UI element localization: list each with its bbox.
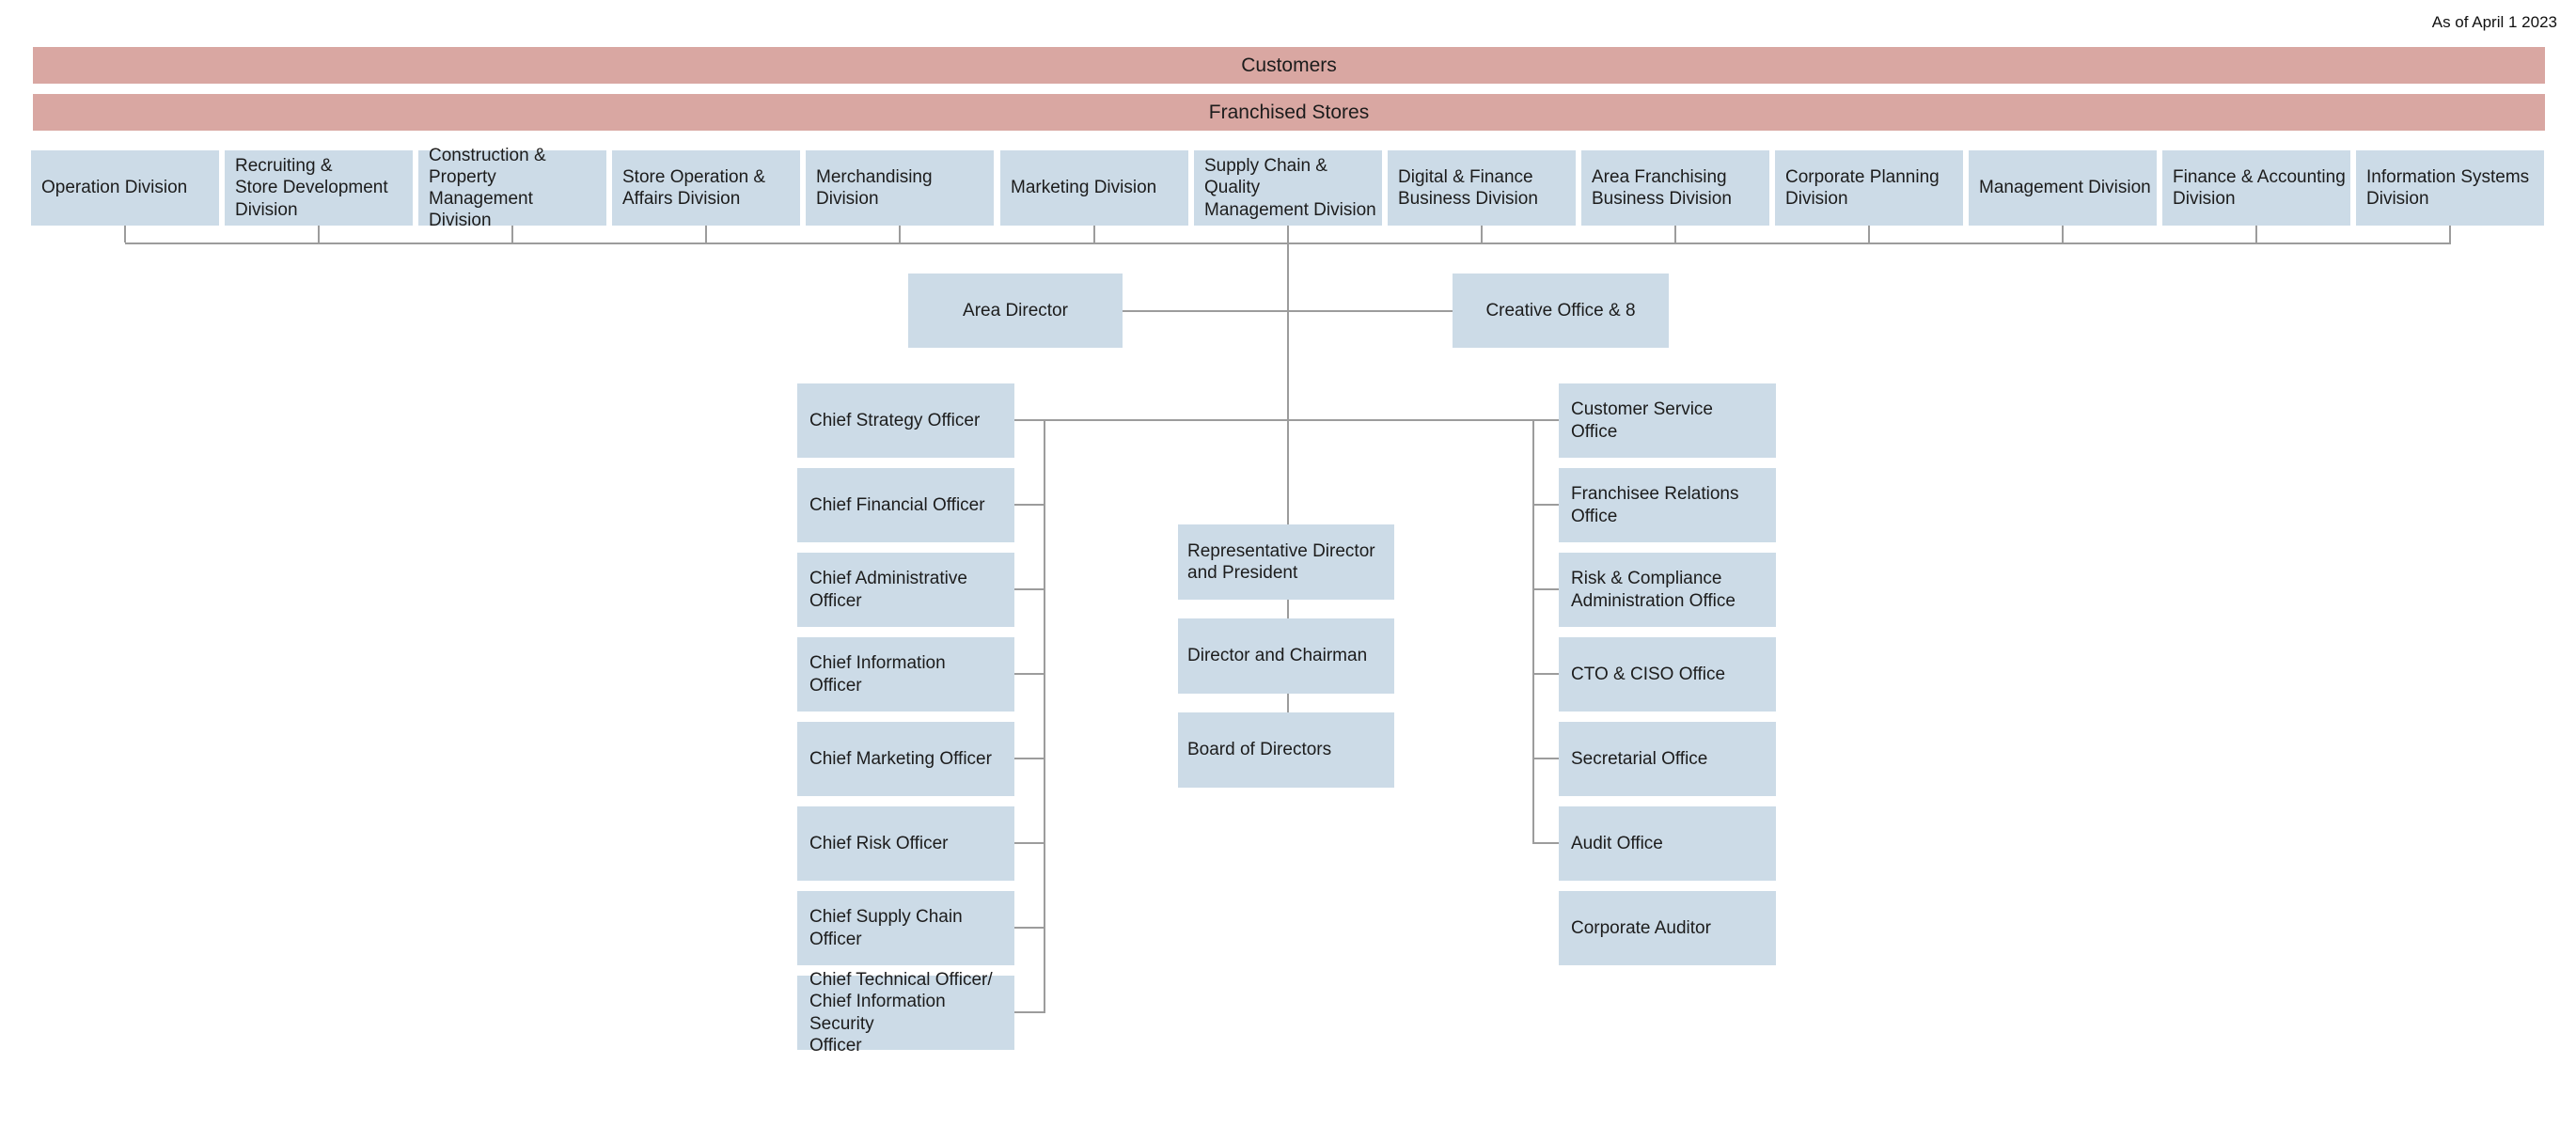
connector-line <box>1868 226 1870 242</box>
connector-line <box>1014 927 1044 929</box>
connector-line <box>1014 419 1559 421</box>
connector-line <box>1093 226 1095 242</box>
connector-line <box>1014 1011 1044 1013</box>
officer-chief-marketing: Chief Marketing Officer <box>797 722 1014 796</box>
connector-line <box>1287 600 1289 618</box>
exec-director-chairman: Director and Chairman <box>1178 618 1394 694</box>
box-creative-office: Creative Office & 8 <box>1453 274 1669 348</box>
division-operation: Operation Division <box>31 150 219 226</box>
connector-line <box>1014 758 1044 759</box>
connector-line <box>1674 226 1676 242</box>
office-risk-compliance: Risk & Compliance Administration Office <box>1559 553 1776 627</box>
franchised-stores-banner: Franchised Stores <box>33 94 2545 131</box>
division-merchandising: Merchandising Division <box>806 150 994 226</box>
officer-chief-technical-security: Chief Technical Officer/ Chief Informati… <box>797 970 1014 1056</box>
officer-chief-information: Chief Information Officer <box>797 637 1014 712</box>
division-information-systems: Information Systems Division <box>2356 150 2544 226</box>
division-store-operation-affairs: Store Operation & Affairs Division <box>612 150 800 226</box>
connector-line <box>1532 419 1534 844</box>
division-digital-finance: Digital & Finance Business Division <box>1388 150 1576 226</box>
division-construction-property: Construction & Property Management Divis… <box>418 146 606 230</box>
connector-line <box>511 226 513 242</box>
connector-line <box>1014 673 1044 675</box>
officer-chief-financial: Chief Financial Officer <box>797 468 1014 542</box>
division-recruiting-store-development: Recruiting & Store Development Division <box>225 150 413 226</box>
connector-line <box>124 226 126 242</box>
connector-line <box>1532 673 1559 675</box>
box-area-director: Area Director <box>908 274 1123 348</box>
division-marketing: Marketing Division <box>1000 150 1188 226</box>
connector-line <box>2062 226 2064 242</box>
connector-line <box>1014 588 1044 590</box>
connector-line <box>1532 588 1559 590</box>
connector-line <box>1014 842 1044 844</box>
connector-line <box>1532 758 1559 759</box>
division-finance-accounting: Finance & Accounting Division <box>2162 150 2350 226</box>
as-of-date: As of April 1 2023 <box>2431 13 2557 31</box>
office-cto-ciso: CTO & CISO Office <box>1559 637 1776 712</box>
connector-line <box>705 226 707 242</box>
officer-chief-administrative: Chief Administrative Officer <box>797 553 1014 627</box>
connector-line <box>318 226 320 242</box>
connector-line <box>2449 226 2451 242</box>
officer-chief-supply-chain: Chief Supply Chain Officer <box>797 891 1014 965</box>
office-customer-service: Customer Service Office <box>1559 383 1776 458</box>
office-audit: Audit Office <box>1559 806 1776 881</box>
connector-line <box>1044 419 1045 1013</box>
connector-line <box>2255 226 2257 242</box>
division-supply-chain-quality: Supply Chain & Quality Management Divisi… <box>1194 150 1382 226</box>
officer-chief-strategy: Chief Strategy Officer <box>797 383 1014 458</box>
exec-representative-director-president: Representative Director and President <box>1178 524 1394 600</box>
connector-line <box>899 226 901 242</box>
connector-line <box>1014 504 1044 506</box>
customers-banner: Customers <box>33 47 2545 84</box>
division-management: Management Division <box>1969 150 2157 226</box>
division-area-franchising: Area Franchising Business Division <box>1581 150 1769 226</box>
office-secretarial: Secretarial Office <box>1559 722 1776 796</box>
office-corporate-auditor: Corporate Auditor <box>1559 891 1776 965</box>
connector-line <box>1481 226 1483 242</box>
connector-line <box>1123 310 1453 312</box>
office-franchisee-relations: Franchisee Relations Office <box>1559 468 1776 542</box>
connector-line <box>1287 226 1289 524</box>
connector-line <box>1532 504 1559 506</box>
officer-chief-risk: Chief Risk Officer <box>797 806 1014 881</box>
connector-line <box>1532 842 1559 844</box>
connector-line <box>1287 694 1289 712</box>
division-corporate-planning: Corporate Planning Division <box>1775 150 1963 226</box>
exec-board-of-directors: Board of Directors <box>1178 712 1394 788</box>
